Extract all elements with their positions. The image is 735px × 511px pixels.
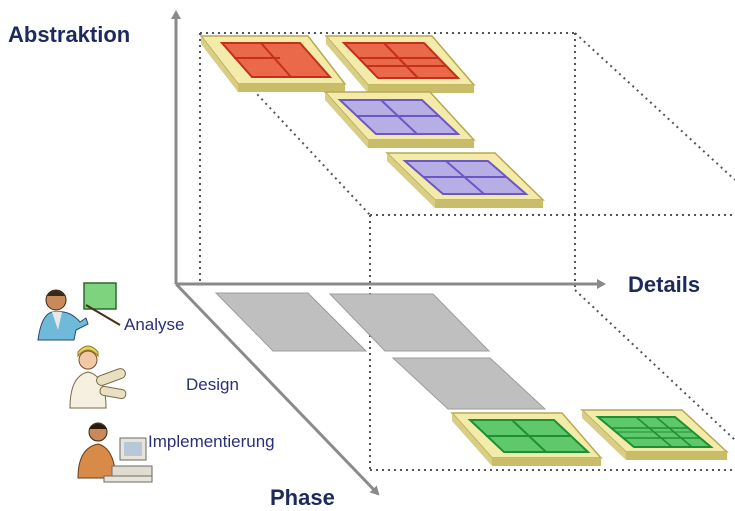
axis-label-abstraction: Abstraktion [8,22,130,47]
board-red-2 [324,35,476,93]
shadow-analyse-2 [328,293,491,352]
analyst-presenter-icon [37,282,121,341]
phase-label-design: Design [186,375,239,394]
shadow-analyse-1 [214,292,368,352]
programmer-computer-icon [77,422,153,483]
phase-axis [174,282,380,496]
board-violet-1 [323,91,476,148]
phase-label-implementierung: Implementierung [148,432,275,451]
shadow-design [391,357,547,410]
board-red-1 [199,35,347,92]
axes [171,10,606,496]
axis-label-details: Details [628,272,700,297]
board-green-2 [580,409,729,460]
designer-blueprint-icon [69,345,127,409]
axis-label-phase: Phase [270,485,335,510]
board-green-1 [450,412,603,466]
phase-label-analyse: Analyse [124,315,184,334]
dotted-box [199,32,735,471]
board-violet-2 [385,152,545,208]
